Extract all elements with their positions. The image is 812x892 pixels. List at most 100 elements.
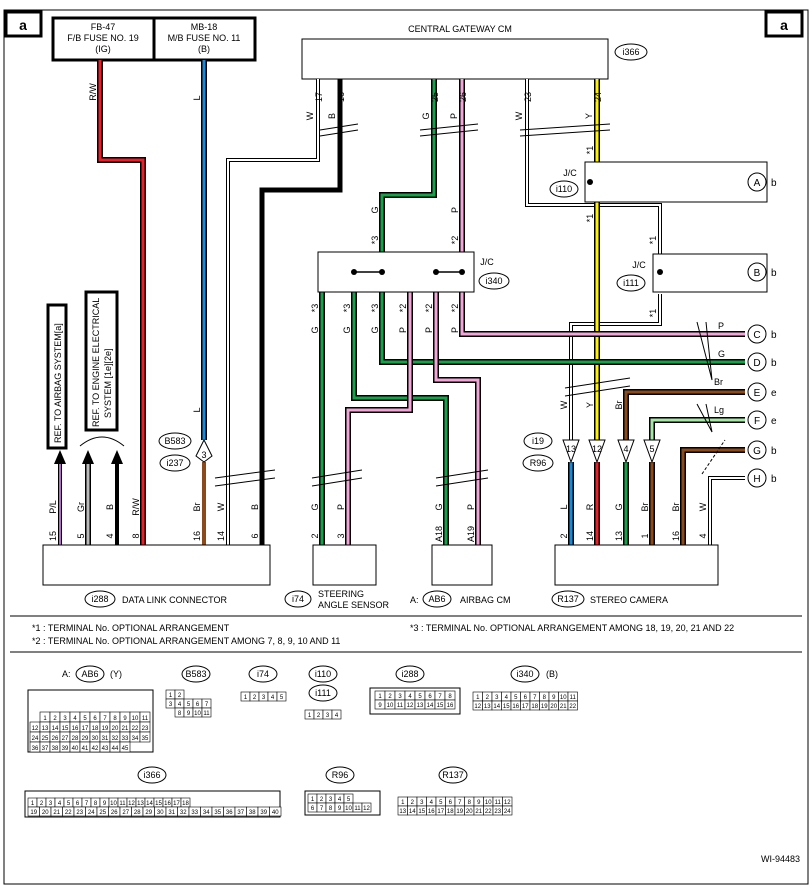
arrow-engine-ref-2 xyxy=(111,450,123,464)
cv-i366-pin: 21 xyxy=(53,810,60,816)
wire-w-h-outline xyxy=(708,476,745,545)
note-1: *1 : TERMINAL No. OPTIONAL ARRANGEMENT xyxy=(32,623,230,633)
cv-ab6-color: (Y) xyxy=(110,669,122,679)
break-mark-dlc xyxy=(214,469,276,487)
jc-i111-oval xyxy=(616,274,646,292)
wire-w-outline xyxy=(226,79,320,545)
cv-ab6-pin: 25 xyxy=(42,736,49,742)
fuse-mb-line1: MB-18 xyxy=(191,22,218,32)
i340-g: G xyxy=(370,326,380,333)
cv-ab6-pin: 29 xyxy=(82,736,89,742)
cv-r137-pin: 9 xyxy=(477,800,481,806)
fuse-mb-box xyxy=(152,16,257,62)
dest-d-suffix: b xyxy=(771,358,777,369)
cv-ab6-pin: 6 xyxy=(93,716,97,722)
dest-d-circle xyxy=(747,352,767,372)
wire-br-e-outline xyxy=(623,389,745,440)
cv-i111-label: i111 xyxy=(315,688,331,698)
cv-i288-pin: 10 xyxy=(387,703,394,709)
cv-i366-pin: 18 xyxy=(182,801,189,807)
cv-i366-pin: 11 xyxy=(119,801,126,807)
jc-i340-dot xyxy=(459,269,465,275)
cv-ab6-pin: 27 xyxy=(62,736,69,742)
stereo-pin-number: 13 xyxy=(614,531,624,541)
splice-i19-oval xyxy=(523,432,553,450)
cv-i366-pin: 31 xyxy=(168,810,175,816)
cv-ab6-pin: 14 xyxy=(52,726,59,732)
cv-i366-pin: 10 xyxy=(110,801,117,807)
ref-airbag-box xyxy=(46,303,68,450)
cv-i366-pin: 30 xyxy=(157,810,164,816)
label-l-lower: L xyxy=(192,407,202,412)
cv-r137-pin: 22 xyxy=(485,809,492,815)
dest-h-suffix: b xyxy=(771,474,777,485)
cv-r96-oval xyxy=(325,766,355,784)
cv-r137-pin: 18 xyxy=(447,809,454,815)
label-star1-b: *1 xyxy=(585,214,595,223)
cv-i288-pin: 14 xyxy=(427,703,434,709)
cv-ab6-pin: 4 xyxy=(73,716,77,722)
cv-ab6-pin: 21 xyxy=(122,726,129,732)
splice-i237-id: i237 xyxy=(166,458,183,468)
fuse-fb-line2: F/B FUSE NO. 19 xyxy=(67,33,139,43)
cv-ab6-pin: 7 xyxy=(103,716,107,722)
airbag-pin-color: G xyxy=(434,503,444,510)
cv-i288-pin: 6 xyxy=(428,694,432,700)
cv-r96-pin: 2 xyxy=(320,797,324,803)
cv-b583-pin: 1 xyxy=(169,693,173,699)
wire-w-cam xyxy=(570,294,661,440)
dest-g-suffix: b xyxy=(771,446,777,457)
cv-i366-pin: 2 xyxy=(40,801,44,807)
cv-r137-pin: 16 xyxy=(428,809,435,815)
cv-r137-pin: 12 xyxy=(504,800,511,806)
label-g-top: G xyxy=(370,206,380,213)
cv-ab6-pin: 26 xyxy=(52,736,59,742)
cam-splice-pin-number: 13 xyxy=(566,444,576,454)
cv-i288-pin: 13 xyxy=(417,703,424,709)
cv-i340-pin: 18 xyxy=(531,704,538,710)
label-y-cam: Y xyxy=(585,402,595,408)
cv-i366-pin: 7 xyxy=(85,801,89,807)
cv-i340-pin: 11 xyxy=(570,695,577,701)
dlc-pin-number: 4 xyxy=(105,533,115,538)
gw-pin-color: B xyxy=(327,113,337,119)
airbag-pin-number: A19 xyxy=(466,526,476,542)
fuse-fb-line3: (IG) xyxy=(95,44,111,54)
airbag-pin-number: A18 xyxy=(434,526,444,542)
cv-i366-pin: 36 xyxy=(226,810,233,816)
cv-ab6-pin: 28 xyxy=(72,736,79,742)
cv-r137-pin: 6 xyxy=(449,800,453,806)
dlc-pin-number: 8 xyxy=(131,533,141,538)
dlc-pin-number: 16 xyxy=(192,531,202,541)
cv-i288-label: i288 xyxy=(401,669,418,679)
stereo-pin-number: 16 xyxy=(671,531,681,541)
cv-ab6-pin: 5 xyxy=(83,716,87,722)
splice-r96-oval xyxy=(522,454,554,472)
cv-ab6-pin: 15 xyxy=(62,726,69,732)
wire-g-gw xyxy=(380,79,436,252)
cv-i366-pin: 4 xyxy=(58,801,62,807)
cv-i288-pin: 12 xyxy=(407,703,414,709)
cv-ab6-pin: 34 xyxy=(132,736,139,742)
cv-i74-pin: 4 xyxy=(271,695,275,701)
cv-i366-pin: 34 xyxy=(203,810,210,816)
splice-b583 xyxy=(195,438,213,463)
airbag-box xyxy=(431,544,493,586)
cv-i366-pin: 26 xyxy=(111,810,118,816)
i340-star3: *3 xyxy=(342,304,352,313)
cv-i340-pin: 3 xyxy=(495,695,499,701)
cv-i366-pin: 6 xyxy=(76,801,80,807)
cv-ab6-pin: 37 xyxy=(42,746,49,752)
cv-i340-pin: 8 xyxy=(543,695,547,701)
cv-i110-oval xyxy=(308,665,338,683)
cv-r96-pin: 11 xyxy=(354,806,361,812)
cam-splice-pin xyxy=(562,439,580,464)
corner-tag-left xyxy=(4,10,43,38)
stereo-pin-number: 4 xyxy=(698,533,708,538)
cv-i366-pin: 37 xyxy=(237,810,244,816)
jc-i111-label: J/C xyxy=(632,260,646,270)
wire-rw xyxy=(98,60,145,545)
cv-b583-pin: 5 xyxy=(187,702,191,708)
cv-r137-pin: 5 xyxy=(439,800,443,806)
